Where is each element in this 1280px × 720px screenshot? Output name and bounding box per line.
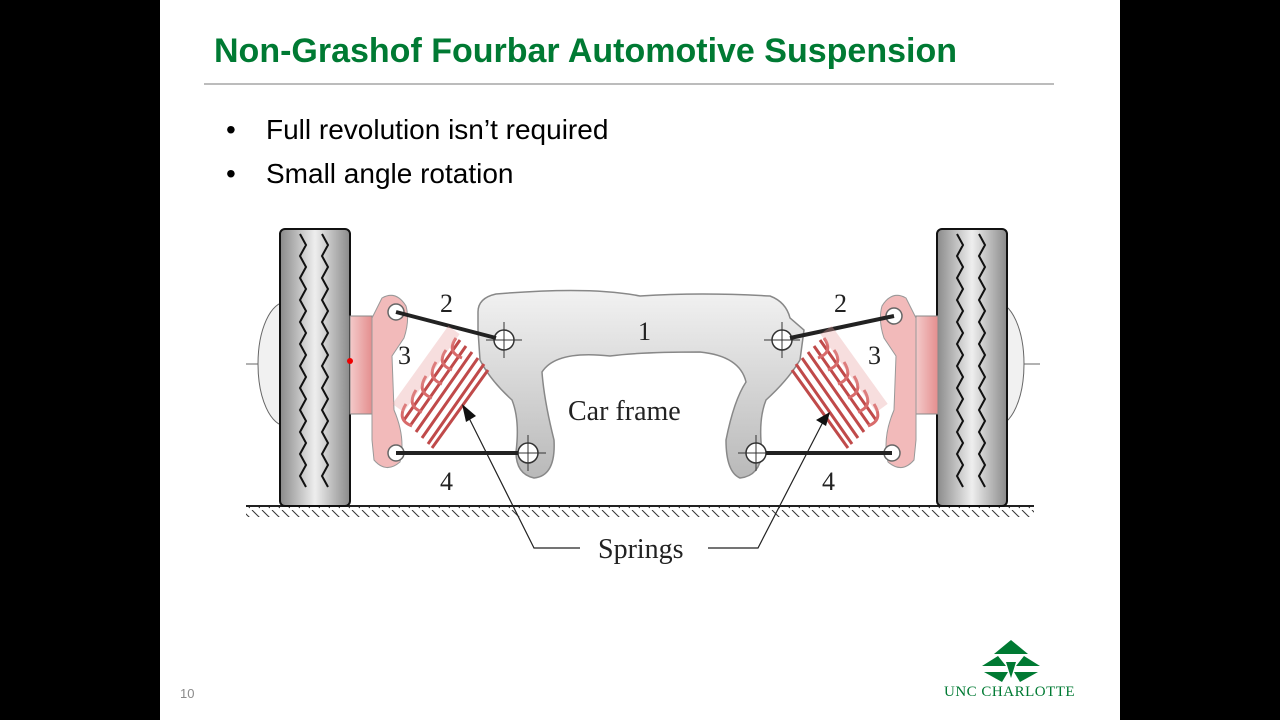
right-arrow-icon (816, 412, 830, 426)
car-frame-link1 (477, 289, 805, 479)
suspension-diagram: 2 3 4 1 2 3 4 Car frame Springs (246, 228, 1040, 565)
left-knuckle-link3 (349, 294, 409, 468)
page-number: 10 (180, 686, 195, 701)
label-link3-left: 3 (398, 341, 411, 370)
pointer-dot-icon (347, 358, 353, 364)
bullet-item: • Full revolution isn’t required (226, 112, 608, 156)
right-knuckle-link3 (879, 294, 939, 468)
logo-text: UNC CHARLOTTE (944, 684, 1076, 700)
left-wheel (279, 228, 351, 507)
right-spring (790, 325, 888, 449)
label-link4-left: 4 (440, 467, 453, 496)
spring-leaders (462, 404, 830, 549)
bullet-text: Full revolution isn’t required (266, 114, 609, 145)
label-link2-left: 2 (440, 289, 453, 318)
bullet-dot-icon: • (226, 114, 236, 145)
label-link1: 1 (638, 317, 651, 346)
label-link3-right: 3 (868, 341, 881, 370)
left-arrow-icon (462, 404, 476, 422)
bullet-list: • Full revolution isn’t required • Small a… (226, 112, 608, 200)
bullet-item: • Small angle rotation (226, 156, 608, 200)
slide-title: Non-Grashof Fourbar Automotive Suspensio… (214, 32, 957, 70)
ground (246, 505, 1034, 517)
label-springs: Springs (598, 534, 684, 565)
frame-pivots (486, 322, 800, 471)
right-wheel (936, 228, 1008, 507)
control-arms (395, 310, 895, 455)
left-spring (392, 325, 490, 449)
label-link2-right: 2 (834, 289, 847, 318)
bullet-text: Small angle rotation (266, 158, 514, 189)
slide: Non-Grashof Fourbar Automotive Suspensio… (160, 0, 1120, 720)
label-link4-right: 4 (822, 467, 835, 496)
bullet-dot-icon: • (226, 158, 236, 189)
label-car-frame: Car frame (568, 396, 681, 427)
title-divider (204, 83, 1054, 85)
unc-charlotte-logo-icon (982, 640, 1040, 682)
